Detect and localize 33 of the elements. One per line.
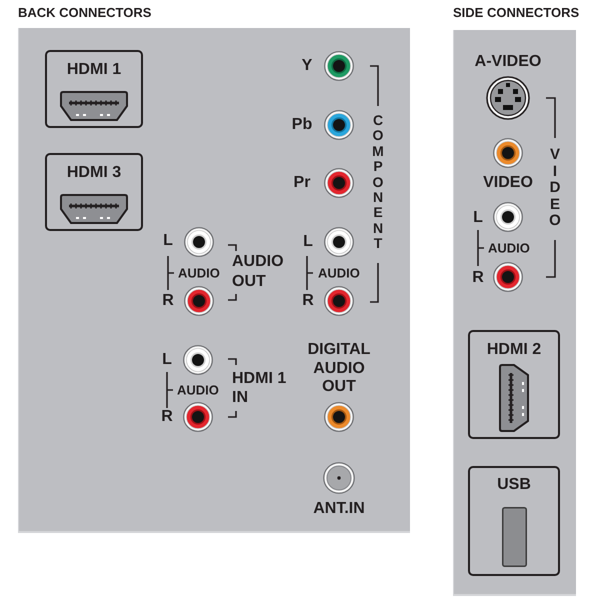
port-label: DIGITAL AUDIO OUT <box>306 341 372 396</box>
group-label: HDMI 1 IN <box>232 369 288 407</box>
connector-frame <box>468 466 560 576</box>
channel-label: L <box>163 233 173 249</box>
group-label: AUDIO <box>178 266 220 280</box>
port-label: Pb <box>292 117 312 133</box>
port-label: USB <box>497 477 531 493</box>
connector-frame <box>45 153 143 231</box>
channel-label: L <box>162 352 172 368</box>
connector-frame <box>468 330 560 439</box>
section-heading: SIDE CONNECTORS <box>453 5 580 20</box>
channel-label: L <box>473 210 483 226</box>
group-label: COMPONENT <box>372 113 384 252</box>
group-label: AUDIO <box>488 242 530 254</box>
group-label: AUDIO <box>177 384 219 396</box>
channel-label: R <box>162 293 174 309</box>
connector-frame <box>45 50 143 128</box>
port-label: HDMI 2 <box>486 342 542 358</box>
channel-label: L <box>303 234 313 250</box>
port-label: A-VIDEO <box>474 54 542 70</box>
channel-label: R <box>472 270 484 286</box>
port-label: ANT.IN <box>313 501 365 517</box>
group-label: AUDIO OUT <box>232 252 285 292</box>
group-label: AUDIO <box>318 266 360 280</box>
port-label: Y <box>302 58 312 74</box>
channel-label: R <box>302 293 314 309</box>
port-label: VIDEO <box>483 175 533 191</box>
port-label: HDMI 1 <box>66 62 122 78</box>
channel-label: R <box>161 409 173 425</box>
group-label: VIDEO <box>548 147 562 230</box>
port-label: Pr <box>294 175 310 191</box>
section-heading: BACK CONNECTORS <box>18 5 152 20</box>
port-label: HDMI 3 <box>66 165 122 181</box>
